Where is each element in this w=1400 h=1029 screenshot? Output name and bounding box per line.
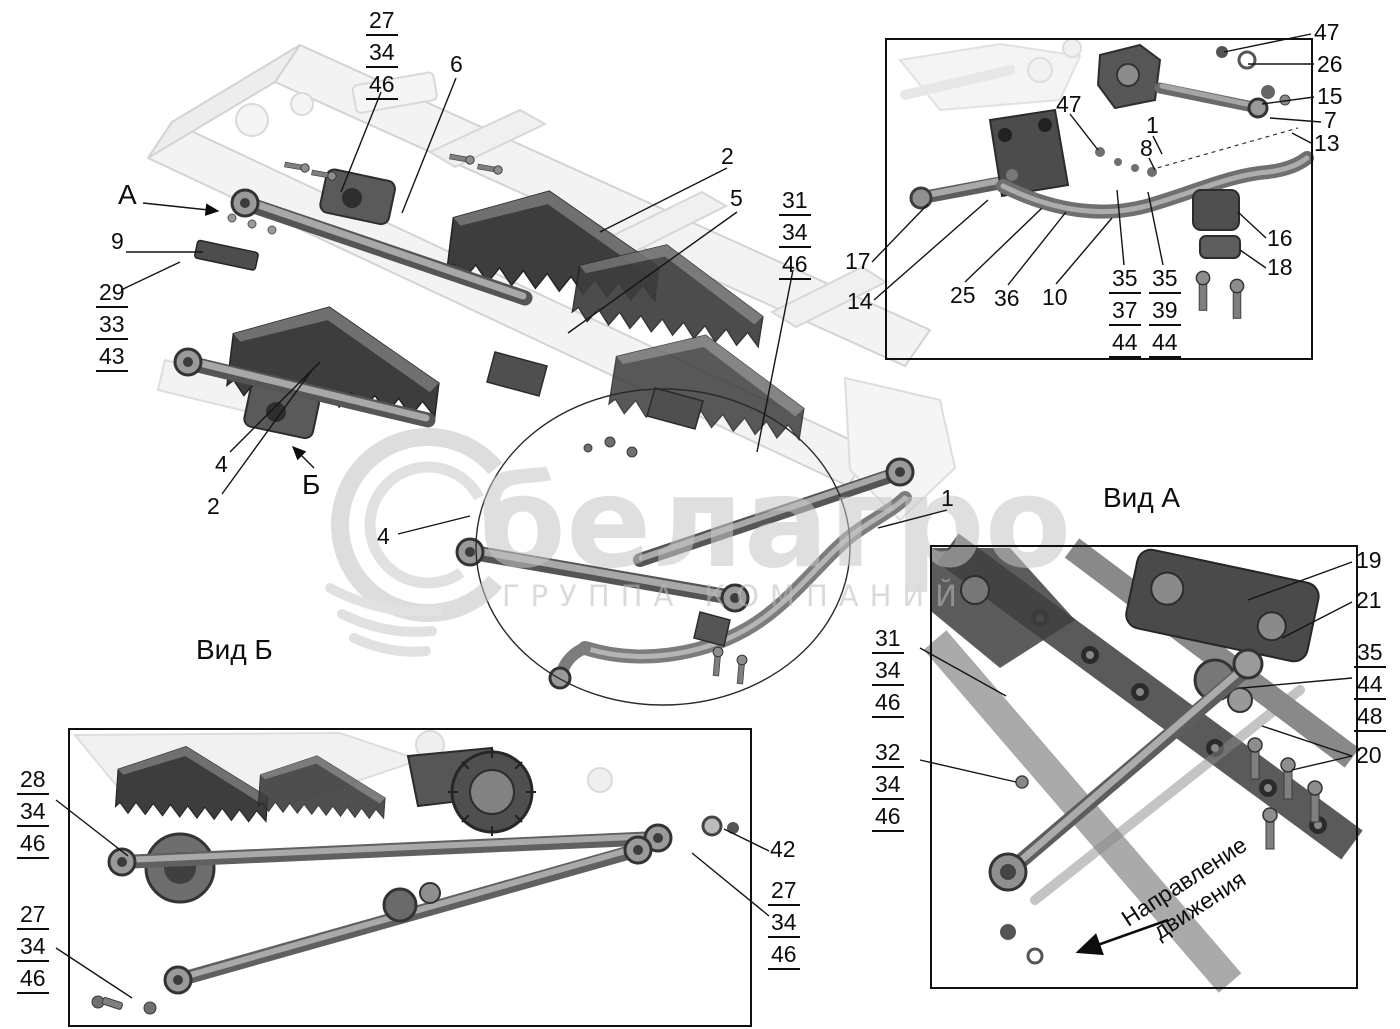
callout-25: 25 [950, 282, 976, 308]
callout-number: 29 [96, 280, 128, 309]
callout-number: 34 [872, 658, 904, 687]
detail-inset-box [885, 38, 1313, 360]
callout-15: 15 [1317, 83, 1343, 109]
callout-letter-a: А [118, 179, 137, 210]
callout-9: 9 [111, 228, 124, 254]
callout-letter-b: Б [302, 469, 321, 500]
callout-number: 31 [872, 626, 904, 655]
callout-36: 36 [994, 285, 1020, 311]
callout-number: 28 [17, 767, 49, 796]
view-b-drawing [72, 730, 739, 1015]
view-a-drawing [923, 533, 1363, 993]
callout-number: 34 [17, 934, 49, 963]
callout-1-inset: 1 [1146, 112, 1159, 138]
callout-6: 6 [450, 51, 463, 77]
callout-4-mid: 4 [377, 523, 390, 549]
callout-47-top: 47 [1314, 19, 1340, 45]
view-a-title: Вид А [1103, 482, 1181, 513]
callout-10: 10 [1042, 284, 1068, 310]
stabilizer-bar [548, 491, 912, 690]
callout-number: 34 [872, 772, 904, 801]
callout-19: 19 [1356, 547, 1382, 573]
callout-stack-29-33-43: 29 33 43 [96, 280, 128, 376]
callout-number: 37 [1109, 298, 1141, 327]
callout-4-left: 4 [215, 451, 228, 477]
view-b-inset-box [68, 728, 752, 1027]
callout-stack-31-34-46: 31 34 46 [779, 188, 811, 284]
callout-18: 18 [1267, 254, 1293, 280]
callout-number: 48 [1354, 704, 1386, 733]
callout-21: 21 [1356, 587, 1382, 613]
callout-number: 46 [366, 72, 398, 101]
callout-26: 26 [1317, 51, 1343, 77]
callout-number: 46 [768, 942, 800, 971]
callout-number: 31 [779, 188, 811, 217]
callout-number: 44 [1149, 330, 1181, 359]
callout-number: 35 [1109, 266, 1141, 295]
watermark-logo-icon [331, 428, 525, 622]
callout-stack-27-34-46: 27 34 46 [366, 8, 398, 104]
callout-2-upper: 2 [721, 143, 734, 169]
callout-number: 35 [1354, 640, 1386, 669]
callout-5: 5 [730, 185, 743, 211]
callout-number: 43 [96, 344, 128, 373]
callout-stack-27-34-46-right: 27 34 46 [768, 878, 800, 974]
callout-stack-32-34-46: 32 34 46 [872, 740, 904, 836]
callout-number: 44 [1354, 672, 1386, 701]
callout-13: 13 [1314, 130, 1340, 156]
callout-number: 34 [17, 799, 49, 828]
callout-17: 17 [845, 248, 871, 274]
callout-number: 39 [1149, 298, 1181, 327]
callout-number: 27 [366, 8, 398, 37]
callout-number: 27 [17, 902, 49, 931]
callout-42: 42 [770, 836, 796, 862]
view-a-inset-box [930, 545, 1358, 989]
callout-stack-35-44-48: 35 44 48 [1354, 640, 1386, 736]
callout-number: 34 [779, 220, 811, 249]
callout-20: 20 [1356, 742, 1382, 768]
callout-number: 46 [779, 252, 811, 281]
detail-region-ellipse [475, 388, 851, 706]
callout-stack-31-34-46-viewa: 31 34 46 [872, 626, 904, 722]
callout-number: 46 [872, 690, 904, 719]
callout-stack-28-34-46: 28 34 46 [17, 767, 49, 863]
callout-1: 1 [941, 485, 954, 511]
callout-number: 46 [17, 831, 49, 860]
callout-16: 16 [1267, 225, 1293, 251]
callout-7: 7 [1324, 107, 1337, 133]
callout-number: 35 [1149, 266, 1181, 295]
watermark-subtitle-text: ГРУППА КОМПАНИЙ [502, 579, 968, 613]
callout-number: 46 [17, 966, 49, 995]
callout-number: 27 [768, 878, 800, 907]
fastener-group [283, 151, 748, 685]
callout-14: 14 [847, 288, 873, 314]
callout-8: 8 [1140, 135, 1153, 161]
callout-47-inner: 47 [1056, 91, 1082, 117]
view-b-title: Вид Б [196, 634, 273, 665]
callout-number: 33 [96, 312, 128, 341]
callout-number: 34 [768, 910, 800, 939]
callout-number: 44 [1109, 330, 1141, 359]
callout-stack-35-37-44: 35 37 44 [1109, 266, 1141, 362]
torque-rod-group [173, 188, 915, 613]
callout-number: 46 [872, 804, 904, 833]
callout-2-lower: 2 [207, 493, 220, 519]
inset-top-right-drawing [898, 38, 1314, 320]
callout-number: 34 [366, 40, 398, 69]
watermark: белагро ГРУППА КОМПАНИЙ [325, 428, 1071, 657]
watermark-brand-text: белагро [478, 449, 1071, 596]
callout-stack-35-39-44: 35 39 44 [1149, 266, 1181, 362]
callout-stack-27-34-46-left: 27 34 46 [17, 902, 49, 998]
callout-number: 32 [872, 740, 904, 769]
direction-arrow [1075, 918, 1169, 956]
